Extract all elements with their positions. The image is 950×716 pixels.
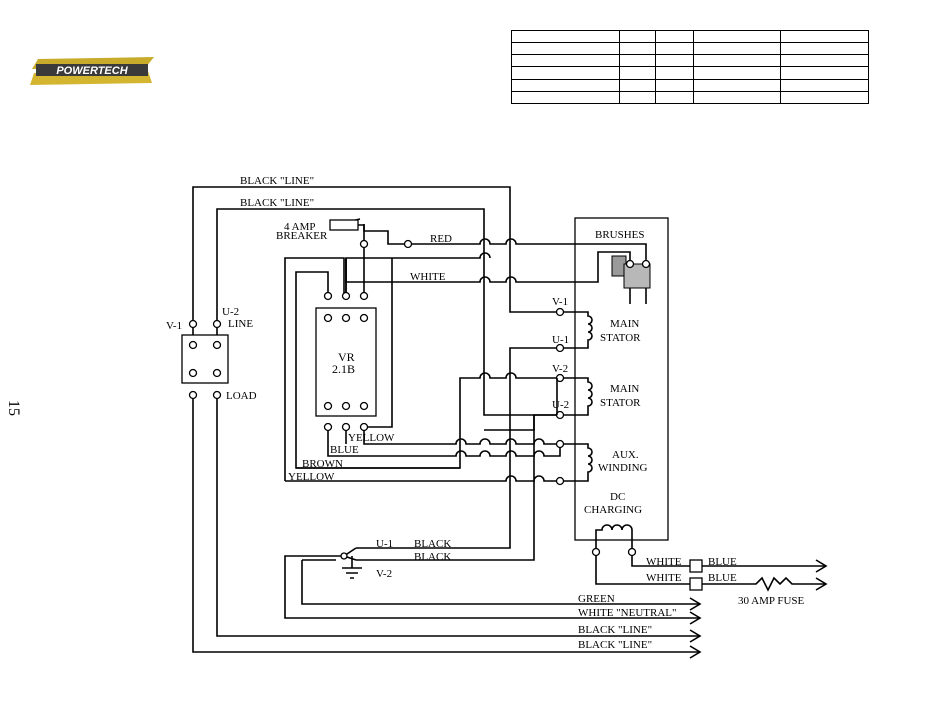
wire-white bbox=[345, 252, 491, 293]
label-brown: BROWN bbox=[302, 458, 343, 470]
table-row bbox=[510, 90, 870, 105]
load-terminal-block bbox=[181, 334, 229, 384]
label-stator-u2: U-2 bbox=[552, 399, 569, 411]
aux-winding-coil bbox=[563, 443, 593, 482]
label-fuse: 30 AMP FUSE bbox=[738, 595, 805, 607]
label-black-2: BLACK bbox=[414, 551, 451, 563]
label-white-out-2: WHITE bbox=[646, 572, 682, 584]
powertech-logo: POWERTECH bbox=[30, 57, 154, 85]
label-line: LINE bbox=[228, 318, 253, 330]
main-stator-coil-2 bbox=[563, 377, 593, 416]
label-stator-v2: V-2 bbox=[552, 363, 568, 375]
voltage-regulator bbox=[315, 307, 377, 417]
label-stator-v1: V-1 bbox=[552, 296, 568, 308]
label-load: LOAD bbox=[226, 390, 257, 402]
label-main-stator-2b: STATOR bbox=[600, 397, 641, 409]
label-vr-2: 2.1B bbox=[332, 362, 355, 376]
label-blue-out-2: BLUE bbox=[708, 572, 737, 584]
table-row bbox=[510, 29, 870, 44]
label-breaker-1: 4 AMP bbox=[284, 221, 316, 233]
svg-text:POWERTECH: POWERTECH bbox=[56, 65, 128, 77]
ground-symbol bbox=[342, 567, 362, 579]
terminals-left bbox=[188, 319, 222, 400]
label-out-line-1: BLACK "LINE" bbox=[578, 624, 652, 636]
label-main-stator-1b: STATOR bbox=[600, 332, 641, 344]
wire-red bbox=[363, 224, 408, 245]
table-row bbox=[510, 78, 870, 92]
label-out-neutral: WHITE "NEUTRAL" bbox=[578, 607, 676, 619]
label-brushes: BRUSHES bbox=[595, 229, 645, 241]
label-u2-left: U-2 bbox=[222, 306, 239, 318]
info-table bbox=[510, 29, 870, 105]
output-arrows bbox=[689, 597, 702, 659]
label-white-out-1: WHITE bbox=[646, 556, 682, 568]
table-row bbox=[510, 66, 870, 80]
label-u1-bottom: U-1 bbox=[376, 538, 393, 550]
label-out-line-2: BLACK "LINE" bbox=[578, 639, 652, 651]
label-vr-1: VR bbox=[338, 350, 355, 364]
wire-black-line-outer bbox=[192, 186, 560, 380]
label-blue-out-1: BLUE bbox=[708, 556, 737, 568]
label-dc-2: CHARGING bbox=[584, 504, 642, 516]
label-blue: BLUE bbox=[330, 444, 359, 456]
label-yellow-2: YELLOW bbox=[288, 471, 335, 483]
label-black-line-top-1: BLACK "LINE" bbox=[240, 175, 314, 187]
dc-charging-coil bbox=[595, 524, 633, 548]
label-out-green: GREEN bbox=[578, 593, 615, 605]
label-aux-1: AUX. bbox=[612, 449, 639, 461]
label-black-line-top-2: BLACK "LINE" bbox=[240, 197, 314, 209]
label-stator-u1: U-1 bbox=[552, 334, 569, 346]
label-main-stator-1a: MAIN bbox=[610, 318, 639, 330]
label-v2-bottom: V-2 bbox=[376, 568, 392, 580]
label-breaker-2: BREAKER bbox=[276, 230, 328, 242]
label-yellow-1: YELLOW bbox=[348, 432, 395, 444]
label-aux-2: WINDING bbox=[598, 462, 648, 474]
breaker-symbol bbox=[329, 219, 359, 231]
label-white: WHITE bbox=[410, 271, 446, 283]
generator-box bbox=[574, 217, 669, 541]
vr-terminals bbox=[323, 291, 369, 432]
label-red: RED bbox=[430, 233, 452, 245]
label-dc-1: DC bbox=[610, 491, 625, 503]
label-main-stator-2a: MAIN bbox=[610, 383, 639, 395]
label-v1-left: V-1 bbox=[166, 320, 182, 332]
table-row bbox=[510, 42, 870, 56]
label-black-1: BLACK bbox=[414, 538, 451, 550]
brushes-symbol bbox=[611, 255, 651, 304]
main-stator-coil-1 bbox=[563, 311, 593, 349]
